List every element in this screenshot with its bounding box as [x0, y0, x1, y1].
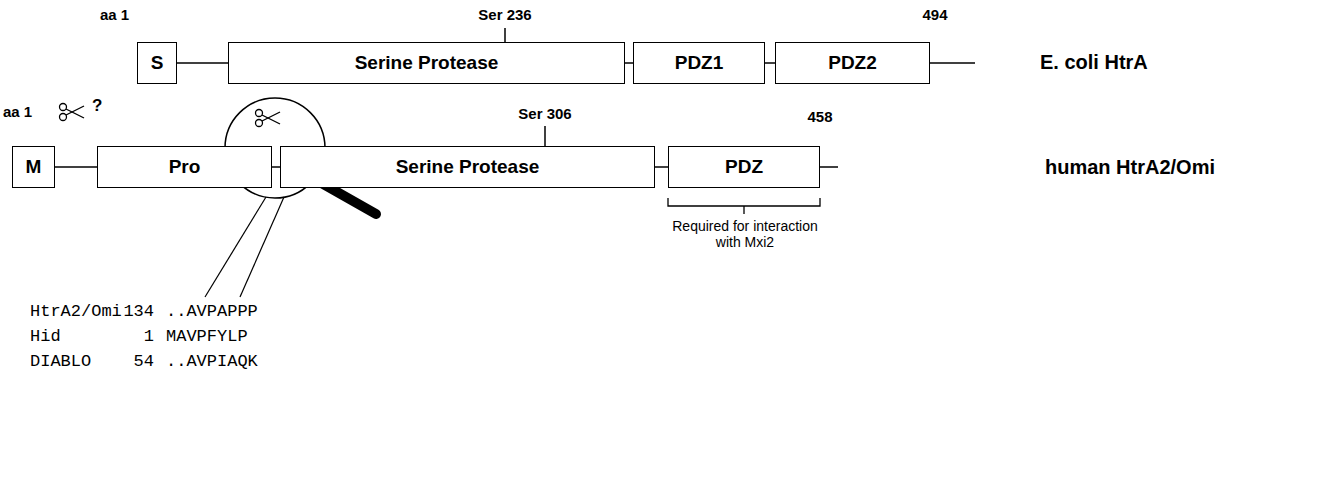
residue-number: aa 1	[3, 103, 63, 120]
table-cell: 134	[110, 302, 154, 322]
domain-name: Pro	[169, 156, 201, 178]
domain-name: Serine Protease	[355, 52, 499, 74]
table-cell: 54	[110, 352, 154, 372]
table-cell: Hid	[30, 327, 130, 347]
domain-box: PDZ2	[775, 42, 930, 84]
scissors-icon	[60, 104, 85, 121]
domain-linker	[55, 166, 97, 168]
domain-box: M	[12, 146, 55, 188]
domain-box: PDZ	[668, 146, 820, 188]
domain-linker	[765, 62, 775, 64]
table-cell: ..AVPAPPP	[166, 302, 296, 322]
domain-name: M	[26, 156, 42, 178]
table-cell: ..AVPIAQK	[166, 352, 296, 372]
residue-number: 458	[790, 108, 850, 125]
protein-name: E. coli HtrA	[1040, 51, 1260, 74]
annotation-note: Required for interaction with Mxi2	[672, 218, 818, 250]
table-cell: HtrA2/Omi	[30, 302, 130, 322]
question-mark: ?	[92, 96, 112, 116]
domain-box: Pro	[97, 146, 272, 188]
active-site-label: Ser 236	[455, 6, 555, 23]
table-cell: MAVPFYLP	[166, 327, 296, 347]
domain-name: PDZ	[725, 156, 763, 178]
table-cell: DIABLO	[30, 352, 130, 372]
domain-name: Serine Protease	[396, 156, 540, 178]
domain-linker	[177, 62, 228, 64]
residue-number: aa 1	[100, 6, 160, 23]
protein-name: human HtrA2/Omi	[1045, 156, 1305, 179]
domain-box: S	[137, 42, 177, 84]
c-terminal-tail	[820, 166, 838, 168]
domain-box: PDZ1	[633, 42, 765, 84]
active-site-tick	[544, 126, 546, 146]
residue-number: 494	[905, 6, 965, 23]
leader-line	[240, 197, 284, 297]
scissors-icon	[256, 110, 281, 127]
domain-linker	[272, 166, 280, 168]
bracket	[668, 198, 820, 214]
domain-box: Serine Protease	[280, 146, 655, 188]
domain-box: Serine Protease	[228, 42, 625, 84]
active-site-label: Ser 306	[495, 105, 595, 122]
active-site-tick	[504, 28, 506, 42]
domain-linker	[655, 166, 668, 168]
c-terminal-tail	[930, 62, 975, 64]
domain-linker	[625, 62, 633, 64]
domain-name: PDZ2	[828, 52, 877, 74]
leader-line	[205, 197, 266, 297]
domain-name: PDZ1	[675, 52, 724, 74]
domain-name: S	[151, 52, 164, 74]
table-cell: 1	[110, 327, 154, 347]
